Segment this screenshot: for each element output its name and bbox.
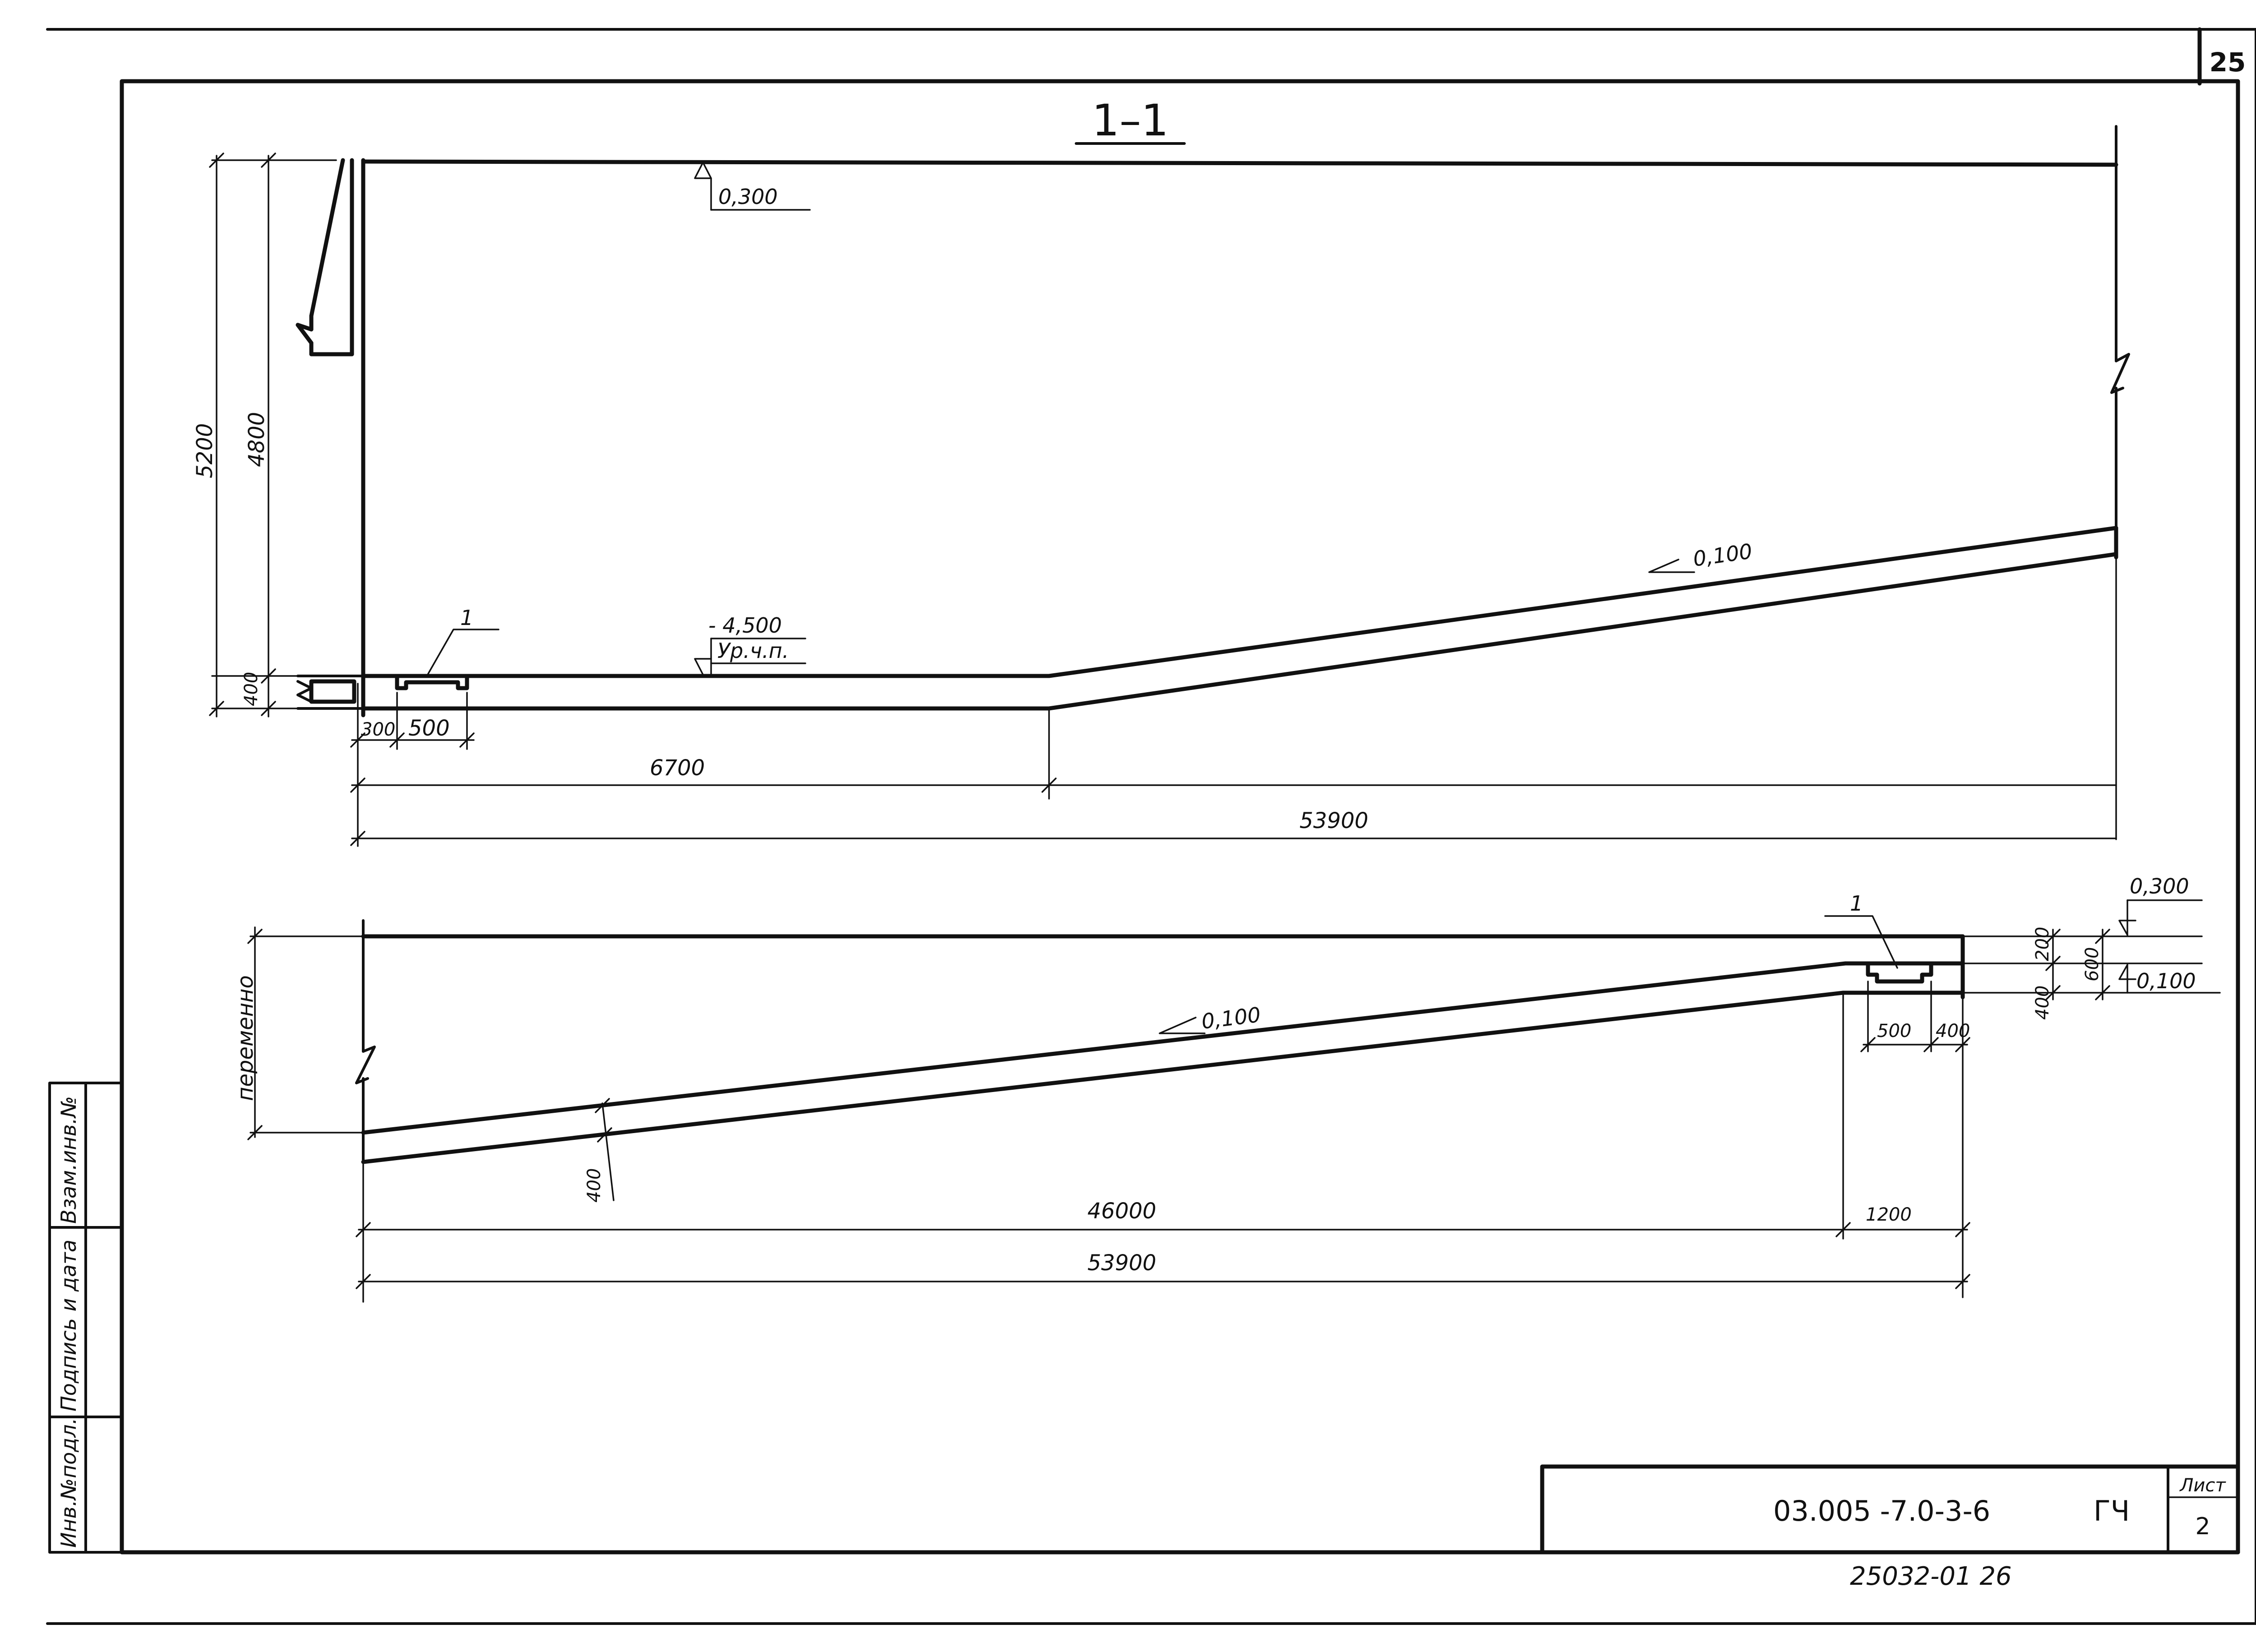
stamp-replace-label: Взам.инв.№	[56, 1096, 81, 1224]
top-level-floor-label: Ур.ч.п.	[717, 639, 789, 663]
side-stamp: Инв.№подл. Подпись и дата Взам.инв.№	[48, 1082, 123, 1554]
top-dim-500: 500	[408, 716, 450, 741]
sheet-number: 2	[2195, 1513, 2210, 1540]
top-level-floor: - 4,500	[708, 613, 782, 638]
section-title: 1–1	[1075, 95, 1186, 146]
bottom-dim-600: 600	[2082, 947, 2103, 981]
document-mark: ГЧ	[2094, 1495, 2130, 1527]
bottom-section-view: 1 0,100 400 переменно 200 400 600	[233, 874, 2221, 1303]
bottom-callout-1: 1	[1850, 891, 1863, 916]
stamp-signature-label: Подпись и дата	[56, 1240, 81, 1411]
bottom-variable-label: переменно	[233, 975, 258, 1101]
top-dim-53900: 53900	[1299, 808, 1368, 833]
title-block: 03.005 -7.0-3-6 ГЧ Лист 2 25032-01 26	[1540, 1464, 2240, 1591]
top-dim-400: 400	[241, 672, 262, 706]
archive-number: 25032-01 26	[1850, 1562, 2012, 1591]
top-callout-1: 1	[460, 606, 473, 630]
bottom-dim-200: 200	[2032, 927, 2053, 961]
bottom-level-bottom: 0,100	[2136, 969, 2196, 993]
bottom-dim-500: 500	[1877, 1021, 1911, 1041]
bottom-dim-400-width: 400	[1936, 1021, 1970, 1041]
sheet-label: Лист	[2179, 1475, 2226, 1496]
bottom-dim-46000: 46000	[1087, 1199, 1156, 1224]
bottom-thickness-400: 400	[584, 1168, 605, 1203]
top-section-view: 1 0,300 - 4,500 Ур.ч.п. 0,100 5200 4800 …	[192, 125, 2130, 847]
document-code: 03.005 -7.0-3-6	[1773, 1495, 1990, 1527]
sheet-frame: 25	[46, 27, 2256, 1625]
bottom-level-top: 0,300	[2130, 874, 2189, 898]
top-slope: 0,100	[1692, 539, 1754, 571]
bottom-dim-400-right: 400	[2032, 986, 2053, 1020]
stamp-inventory-label: Инв.№подл.	[56, 1418, 81, 1548]
section-title-text: 1–1	[1092, 95, 1169, 146]
top-level-top: 0,300	[718, 185, 778, 209]
top-dim-300: 300	[361, 719, 395, 740]
bottom-dim-1200: 1200	[1866, 1204, 1912, 1225]
page-number: 25	[2210, 47, 2246, 78]
top-dim-4800: 4800	[244, 412, 269, 467]
bottom-dim-53900: 53900	[1087, 1250, 1156, 1276]
top-dim-5200: 5200	[192, 423, 217, 478]
top-dim-6700: 6700	[650, 755, 705, 781]
